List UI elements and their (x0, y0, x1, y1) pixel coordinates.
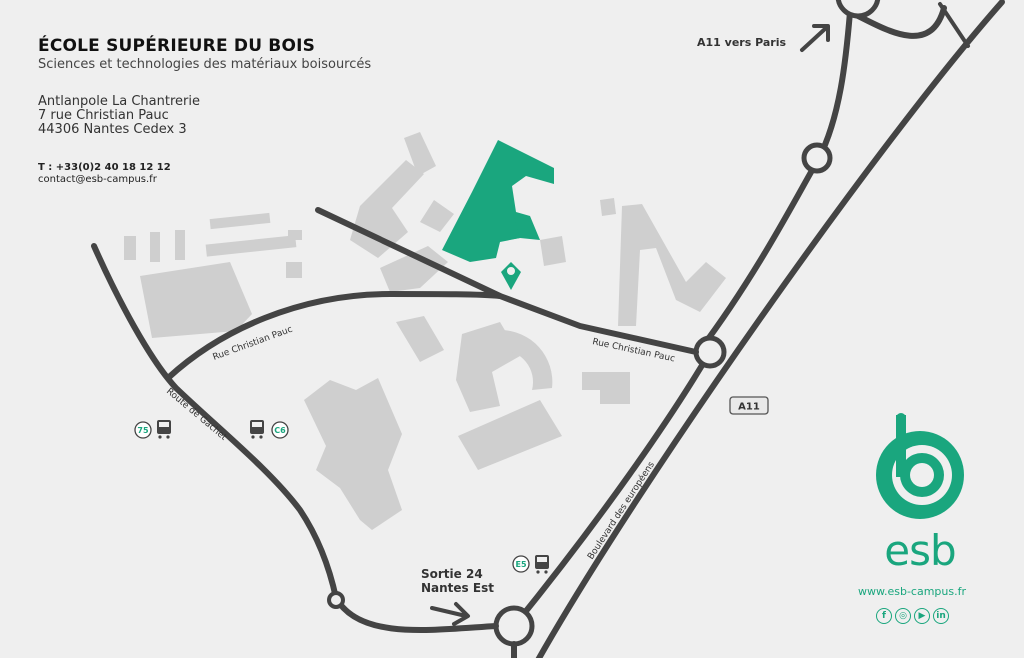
esb-building-wing (442, 140, 554, 262)
building-west-2 (205, 235, 297, 257)
building-north-4 (420, 200, 454, 232)
address-block: Antlanpole La Chantrerie 7 rue Christian… (38, 95, 200, 137)
building-north-5 (288, 230, 302, 240)
road-south-loop (333, 595, 499, 633)
building-north-2 (404, 132, 436, 176)
building-east-1 (618, 204, 726, 326)
building-west-1 (140, 262, 252, 338)
bus-stop-e5[interactable]: E5 (512, 555, 549, 574)
esb-location-pin[interactable] (501, 262, 521, 290)
label-christian-pauc-east: Rue Christian Pauc (591, 337, 675, 364)
roundabout-southwest (327, 591, 345, 609)
motorway (493, 0, 1005, 658)
road-north-stub (938, 2, 970, 48)
arrow-to-exit (430, 602, 470, 626)
building-centre-ring (500, 329, 553, 390)
label-boulevard-europeens: Boulevard des européens (585, 459, 657, 561)
bus-icon (157, 420, 171, 439)
instagram-icon[interactable]: ◎ (895, 608, 911, 624)
address-line-1: Antlanpole La Chantrerie (38, 94, 200, 109)
school-title: ÉCOLE SUPÉRIEURE DU BOIS (38, 36, 316, 56)
youtube-icon[interactable]: ▶ (914, 608, 930, 624)
roundabout-top (835, 0, 881, 19)
road-a11 (535, 0, 1005, 658)
building-south-1 (304, 378, 402, 530)
roundabout-south (493, 605, 535, 647)
phone-number[interactable]: T : +33(0)2 40 18 12 12 (38, 162, 171, 173)
road-christian-pauc (315, 207, 699, 355)
road-boulevard (511, 349, 713, 629)
svg-text:A11: A11 (738, 402, 760, 413)
road-christian-pauc-west (165, 291, 503, 381)
address-line-2: 7 rue Christian Pauc (38, 108, 169, 123)
bus-line-e5: E5 (515, 560, 526, 569)
roundabout-north (801, 142, 833, 174)
building-west-6 (175, 230, 185, 260)
esb-logo-icon (876, 413, 964, 519)
building-centre-1 (396, 316, 444, 362)
address-line-3: 44306 Nantes Cedex 3 (38, 122, 187, 137)
bus-line-75: 75 (137, 426, 149, 435)
linkedin-icon[interactable]: in (933, 608, 949, 624)
bus-stop-c6[interactable]: C6 (250, 420, 289, 439)
building-east-2 (540, 236, 566, 266)
contact-block: T : +33(0)2 40 18 12 12 contact@esb-camp… (38, 162, 171, 186)
facebook-icon[interactable]: f (876, 608, 892, 624)
road-gachet (91, 243, 339, 601)
website-link[interactable]: www.esb-campus.fr (858, 585, 967, 598)
social-links: f ◎ ▶ in (876, 608, 949, 624)
esb-location-pin-hole (507, 267, 515, 275)
bus-line-c6: C6 (274, 426, 286, 435)
school-subtitle: Sciences et technologies des matériaux b… (38, 57, 372, 72)
building-centre-3 (458, 400, 562, 470)
bus-icon (535, 555, 549, 574)
esb-building (442, 140, 554, 290)
building-west-5 (150, 232, 160, 262)
buildings (124, 132, 726, 530)
building-north-3 (380, 246, 448, 292)
local-roads (91, 207, 699, 658)
exit-callout: Sortie 24 Nantes Est (421, 567, 494, 595)
building-centre-4 (582, 372, 630, 404)
building-west-4 (124, 236, 136, 260)
building-west-7 (286, 262, 302, 278)
esb-wordmark: esb (884, 526, 956, 575)
email-address[interactable]: contact@esb-campus.fr (38, 174, 157, 185)
exit-callout-line-1: Sortie 24 (421, 567, 483, 581)
building-east-3 (600, 198, 616, 216)
bus-stop-75[interactable]: 75 (134, 420, 171, 439)
bus-icon (250, 420, 264, 439)
exit-callout-line-2: Nantes Est (421, 581, 494, 595)
roundabout-east (693, 335, 727, 369)
arrow-to-paris (800, 24, 830, 52)
header: ÉCOLE SUPÉRIEURE DU BOIS Sciences et tec… (38, 36, 371, 72)
building-west-3 (209, 212, 271, 230)
a11-badge: A11 (729, 396, 769, 415)
paris-callout: A11 vers Paris (697, 36, 787, 49)
esb-building-annex (490, 210, 520, 242)
label-route-de-gachet: Route de Gachet (164, 387, 228, 443)
